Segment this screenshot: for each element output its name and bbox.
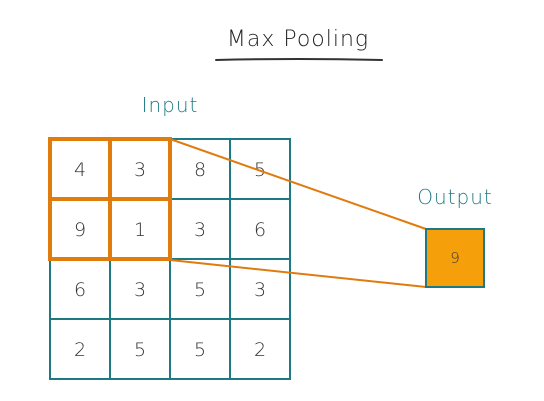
output-cell xyxy=(425,228,485,288)
input-value-2-3: 3 xyxy=(254,279,266,301)
input-value-3-1: 5 xyxy=(134,339,146,361)
pooling-window xyxy=(48,137,172,261)
diagram-title: Max Pooling xyxy=(227,27,369,52)
output-label: Output xyxy=(417,185,492,209)
input-value-1-0: 9 xyxy=(74,219,86,241)
input-value-1-3: 6 xyxy=(254,219,266,241)
input-value-0-0: 4 xyxy=(74,159,86,181)
connector-bottom-line xyxy=(169,259,427,288)
input-value-0-2: 8 xyxy=(194,159,206,181)
connector-top-line xyxy=(169,138,427,230)
input-value-2-1: 3 xyxy=(134,279,146,301)
input-value-1-2: 3 xyxy=(194,219,206,241)
input-label: Input xyxy=(142,93,199,117)
output-value: 9 xyxy=(450,249,460,267)
input-value-3-2: 5 xyxy=(194,339,206,361)
input-value-2-2: 5 xyxy=(194,279,206,301)
input-cell-3-3 xyxy=(229,318,291,380)
input-value-0-1: 3 xyxy=(134,159,146,181)
title-underline xyxy=(215,58,383,61)
input-value-1-1: 1 xyxy=(134,219,146,241)
input-value-3-3: 2 xyxy=(254,339,266,361)
input-value-2-0: 6 xyxy=(74,279,86,301)
input-value-3-0: 2 xyxy=(74,339,86,361)
